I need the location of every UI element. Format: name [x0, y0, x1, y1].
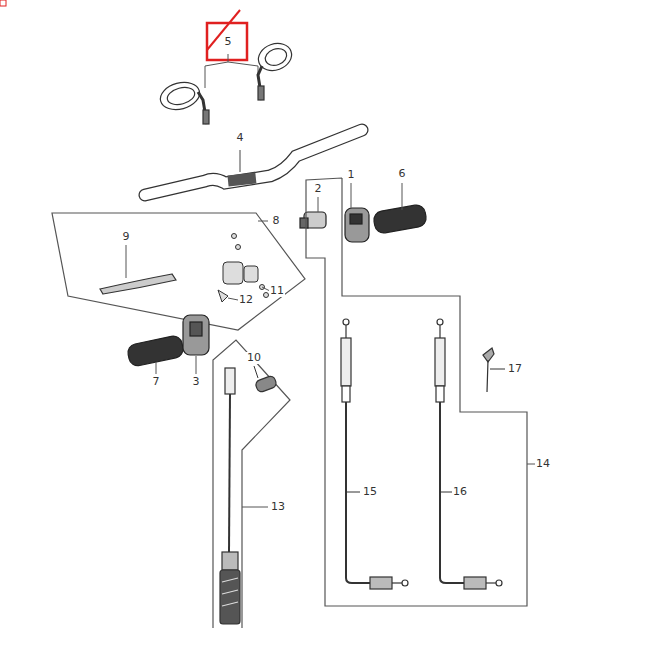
callout-number: 9 — [122, 231, 131, 243]
callout-number: 10 — [246, 352, 262, 364]
callout-number: 13 — [270, 501, 286, 513]
brake-lever — [100, 245, 176, 294]
callout-number: 14 — [535, 458, 551, 470]
callout-number: 2 — [314, 183, 323, 195]
handlebar — [145, 130, 362, 195]
switch-housing — [183, 315, 209, 374]
callout-number: 17 — [507, 363, 523, 375]
throttle-cable — [341, 319, 408, 589]
switch-housing — [345, 183, 369, 242]
mirror — [157, 39, 295, 124]
callout-number: 12 — [238, 294, 254, 306]
callout-number: 16 — [452, 486, 468, 498]
callout-number: 11 — [269, 285, 285, 297]
throttle-tube — [300, 197, 326, 228]
callout-number: 1 — [347, 169, 356, 181]
grip — [126, 334, 184, 374]
leader-line — [205, 54, 228, 88]
corner-mark — [0, 0, 6, 6]
callout-number: 4 — [236, 132, 245, 144]
group-outline — [52, 213, 305, 330]
callout-number: 15 — [362, 486, 378, 498]
clutch-cable — [220, 368, 240, 624]
throttle-cable — [435, 319, 502, 589]
leader-line — [258, 221, 268, 222]
grip — [372, 183, 427, 234]
adjuster — [254, 366, 277, 393]
leader-line — [242, 507, 268, 508]
group-outline — [306, 178, 527, 606]
callout-number: 5 — [224, 36, 233, 48]
callout-number: 7 — [152, 376, 161, 388]
callout-number: 3 — [192, 376, 201, 388]
leader-line — [527, 464, 535, 465]
highlight-slash — [207, 10, 240, 50]
group-outline — [213, 340, 290, 628]
lever-holder — [218, 234, 270, 303]
callout-number: 8 — [272, 215, 281, 227]
leader-line — [228, 62, 258, 76]
callout-number: 6 — [398, 168, 407, 180]
clip — [483, 348, 505, 392]
